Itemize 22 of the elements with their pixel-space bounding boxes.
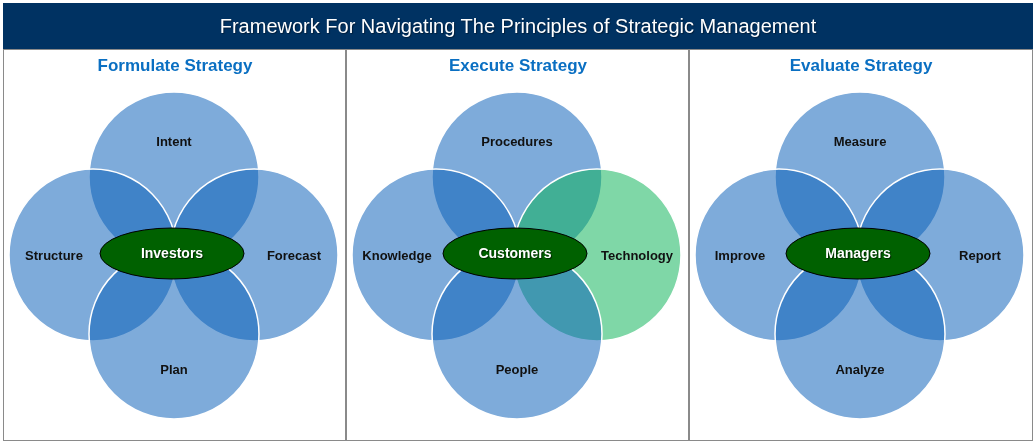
circle-label: Technology xyxy=(601,247,673,263)
panel-frame xyxy=(3,49,346,441)
circle-label: Forecast xyxy=(266,247,322,263)
circle-label: Plan xyxy=(160,361,188,377)
circle-label: Intent xyxy=(156,133,192,149)
panel-frame xyxy=(346,49,689,441)
panel-heading: Execute Strategy xyxy=(449,56,587,76)
center-label: Investors xyxy=(140,245,204,261)
circle-label: People xyxy=(495,361,539,377)
circle-label: Analyze xyxy=(835,361,885,377)
center-label: Managers xyxy=(825,245,891,261)
center-label: Customers xyxy=(478,245,552,261)
circle-label: Knowledge xyxy=(362,247,432,263)
circle-label: Measure xyxy=(833,133,887,149)
circle-label: Report xyxy=(959,247,1001,263)
panel-heading: Evaluate Strategy xyxy=(789,56,933,76)
circle-label: Structure xyxy=(25,247,83,263)
panel-heading: Formulate Strategy xyxy=(97,56,253,76)
title-banner: Framework For Navigating The Principles of Strategic Management xyxy=(3,3,1033,49)
circle-label: Procedures xyxy=(481,133,553,149)
circle-label: Improve xyxy=(714,247,766,263)
panel-frame xyxy=(689,49,1033,441)
